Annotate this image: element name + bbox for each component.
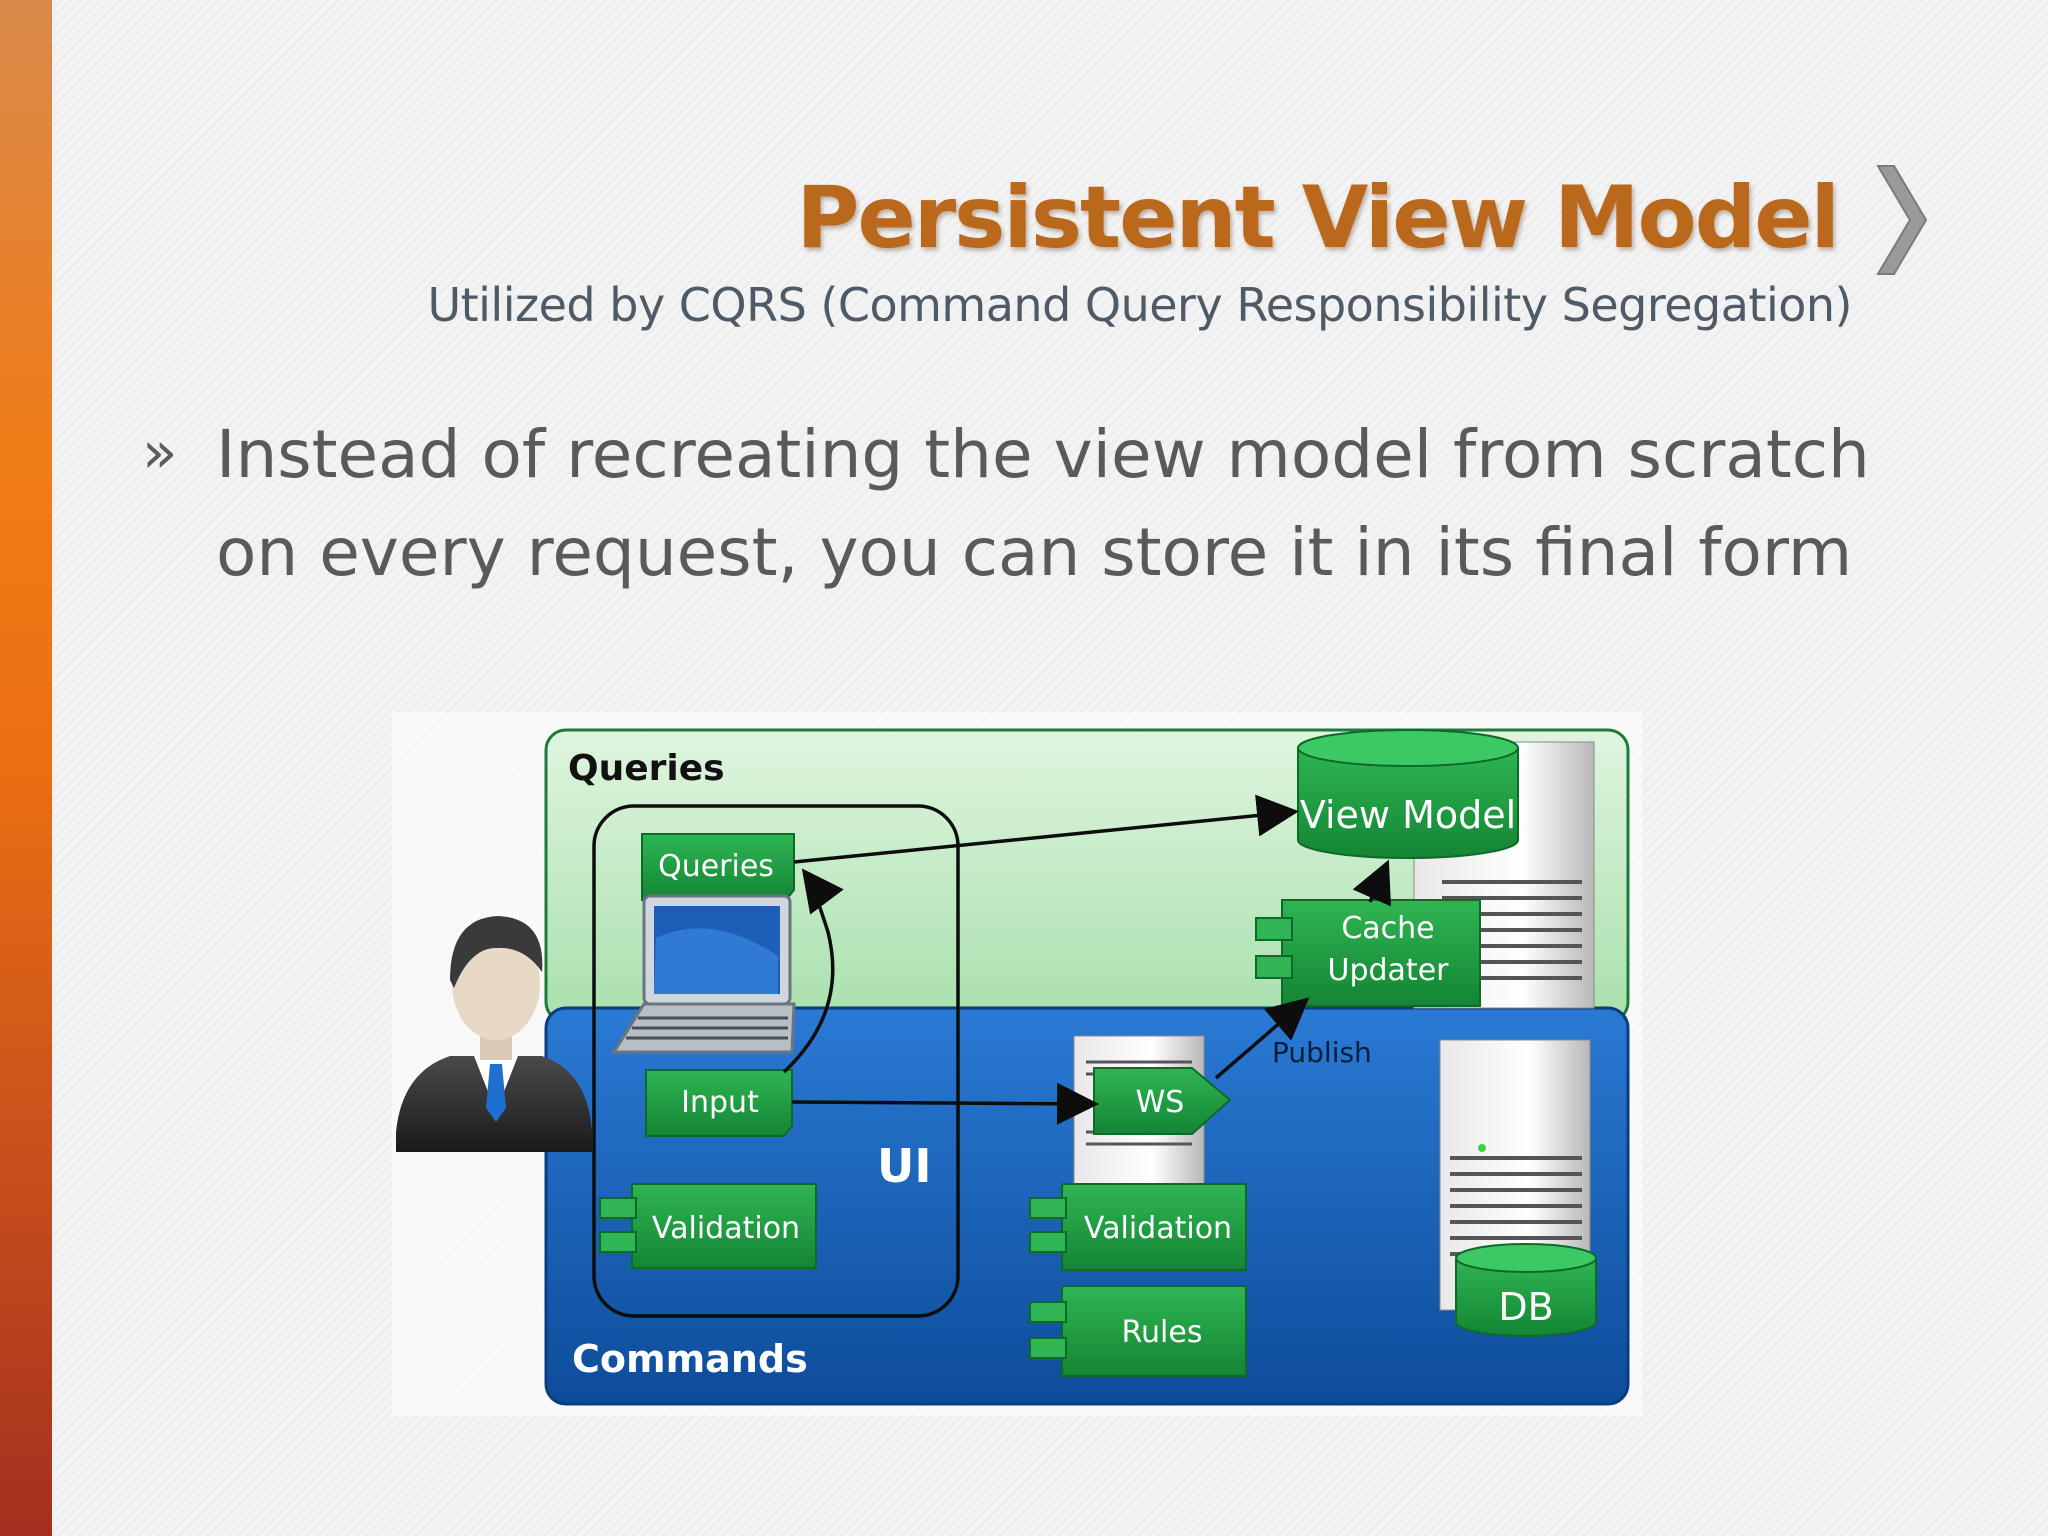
cqrs-diagram: Queries Commands UI [392, 712, 1642, 1416]
queries-zone-label: Queries [568, 748, 725, 789]
rules-component: Rules [1029, 1285, 1247, 1377]
ui-validation-component: Validation [599, 1183, 817, 1269]
ui-input-component: Input [645, 1069, 793, 1137]
laptop-icon [611, 894, 796, 1054]
ui-input-label: Input [681, 1085, 759, 1120]
bullet-marker: » [142, 418, 178, 486]
bullet-text: Instead of recreating the view model fro… [216, 416, 1870, 591]
arrow-cache-updater-to-view-model [1352, 859, 1391, 907]
database-icon: DB [1455, 1243, 1597, 1337]
server-validation-component: Validation [1029, 1183, 1247, 1271]
view-model-database: View Model [1297, 729, 1519, 859]
slide-subtitle: Utilized by CQRS (Command Query Responsi… [427, 278, 1852, 332]
rules-label: Rules [1122, 1315, 1203, 1350]
db-label: DB [1498, 1285, 1553, 1329]
cache-updater-label-1: Cache [1341, 911, 1434, 946]
commands-zone-label: Commands [572, 1337, 808, 1381]
arrow-queries-to-view-model [793, 794, 1299, 864]
cache-updater-component: Cache Updater [1255, 899, 1481, 1007]
ui-boundary [592, 804, 960, 1318]
slide-title: Persistent View Model [796, 168, 1840, 268]
ui-validation-label: Validation [652, 1211, 800, 1246]
publish-label: Publish [1272, 1036, 1372, 1069]
ui-label: UI [877, 1139, 931, 1193]
ws-label: WS [1136, 1085, 1185, 1120]
view-model-label: View Model [1300, 793, 1516, 837]
arrow-input-to-queries [782, 868, 844, 1074]
accent-side-bar [0, 0, 52, 1536]
ui-queries-label: Queries [658, 849, 774, 884]
arrow-ws-to-cache-updater [1214, 997, 1310, 1080]
person-icon [396, 916, 592, 1152]
cache-updater-label-2: Updater [1328, 953, 1450, 988]
ui-queries-component: Queries [641, 833, 795, 901]
flow-arrows [782, 794, 1391, 1125]
arrow-input-to-ws [791, 1082, 1099, 1125]
cqrs-diagram-svg: Queries Commands UI [392, 712, 1642, 1416]
server-validation-label: Validation [1084, 1211, 1232, 1246]
chevron-right-icon [1876, 165, 1928, 275]
